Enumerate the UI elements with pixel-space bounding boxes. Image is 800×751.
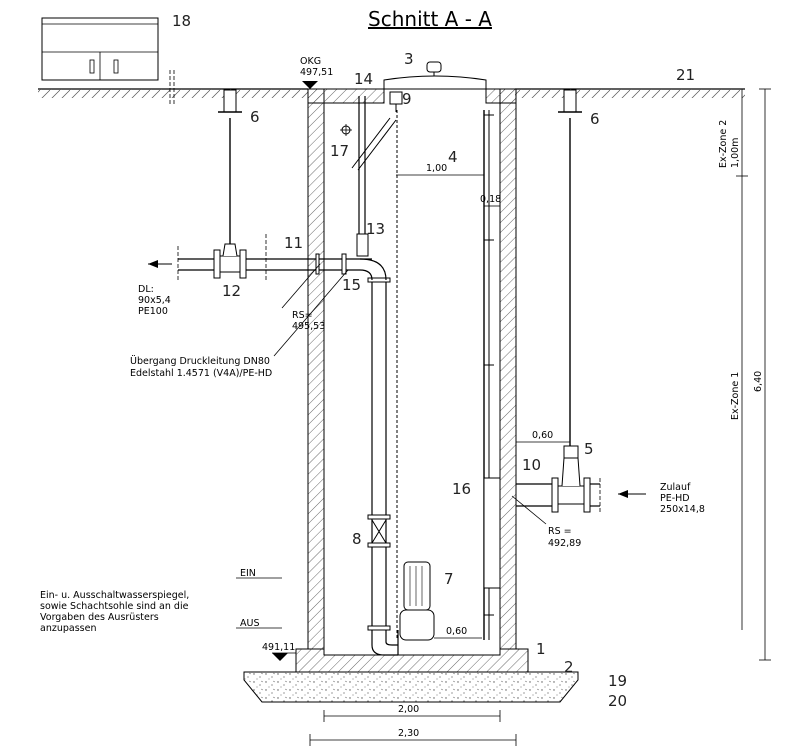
dim-230: 2,30 (398, 728, 419, 739)
interior-dimensions (396, 174, 570, 639)
gate-valve-outlet (213, 118, 247, 279)
flow-arrows (148, 260, 646, 498)
rs2-value: 492,89 (548, 538, 581, 549)
item-10: 10 (522, 456, 541, 474)
uebergang-line1: Übergang Druckleitung DN80 (130, 356, 270, 367)
item-3: 3 (404, 50, 414, 68)
item-12: 12 (222, 282, 241, 300)
item-4: 4 (448, 148, 458, 166)
aus-label: AUS (240, 618, 259, 629)
shaft-cover (383, 61, 487, 90)
item-21: 21 (676, 66, 695, 84)
rs1-value: 495,53 (292, 321, 325, 332)
okg-label: OKG (300, 56, 321, 67)
dim-060-lower: 0,60 (446, 626, 467, 637)
rs2-label: RS = (548, 526, 572, 537)
item-16: 16 (452, 480, 471, 498)
leader-lines (273, 263, 547, 525)
item-11: 11 (284, 234, 303, 252)
item-13: 13 (366, 220, 385, 238)
valve-surface-box-right (558, 89, 582, 446)
note-line1: Ein- u. Ausschaltwasserspiegel, (40, 590, 189, 601)
dim-100: 1,00 (426, 163, 447, 174)
item-14: 14 (354, 70, 373, 88)
item-18: 18 (172, 12, 191, 30)
ex-zone2-label: Ex-Zone 2 (718, 120, 729, 168)
item-6-right: 6 (590, 110, 600, 128)
drawing-title: Schnitt A - A (368, 7, 492, 31)
ex-zone1-label: Ex-Zone 1 (730, 372, 741, 420)
ground-surface (38, 70, 745, 104)
dl-line3: PE100 (138, 306, 168, 317)
bottom-dimensions (309, 710, 517, 746)
dim-640: 6,40 (753, 371, 764, 392)
dim-060-upper: 0,60 (532, 430, 553, 441)
item-7: 7 (444, 570, 454, 588)
shaft-structure (243, 88, 579, 703)
vertical-dimensions (736, 88, 771, 661)
note-line2: sowie Schachtsohle sind an die (40, 601, 189, 612)
item-2: 2 (564, 658, 574, 676)
inlet-pipe-and-valve (516, 445, 601, 513)
dim-018: 0,18 (480, 194, 501, 205)
dim-200: 2,00 (398, 704, 419, 715)
dl-line2: 90x5,4 (138, 295, 171, 306)
zulauf-line3: 250x14,8 (660, 504, 705, 515)
uebergang-line2: Edelstahl 1.4571 (V4A)/PE-HD (130, 368, 272, 379)
sohle-value: 491,11 (262, 642, 295, 653)
item-15: 15 (342, 276, 361, 294)
discharge-pipe (177, 234, 387, 282)
baffle-plate (483, 477, 501, 589)
item-numbers: 1 2 3 4 5 6 6 7 8 9 10 11 12 13 14 15 16… (172, 12, 695, 710)
zulauf-line1: Zulauf (660, 482, 691, 493)
elevation-markers (236, 81, 318, 661)
item-1: 1 (536, 640, 546, 658)
note-line3: Vorgaben des Ausrüsters (40, 612, 159, 623)
control-cabinet (41, 17, 159, 81)
valve-surface-box-left (218, 89, 242, 113)
item-19: 19 (608, 672, 627, 690)
item-6-left: 6 (250, 108, 260, 126)
pressure-riser-pipe (367, 277, 398, 656)
item-17: 17 (330, 142, 349, 160)
ex-zone2-height: 1,00m (730, 138, 741, 168)
okg-value: 497,51 (300, 67, 333, 78)
submersible-pump (397, 561, 435, 655)
dl-line1: DL: (138, 284, 154, 295)
item-20: 20 (608, 692, 627, 710)
zulauf-line2: PE-HD (660, 493, 690, 504)
item-5: 5 (584, 440, 594, 458)
note-line4: anzupassen (40, 623, 96, 634)
ein-label: EIN (240, 568, 256, 579)
vent-and-fittings (340, 91, 403, 257)
item-8: 8 (352, 530, 362, 548)
rs1-label: RS= (292, 310, 313, 321)
item-9: 9 (402, 90, 412, 108)
